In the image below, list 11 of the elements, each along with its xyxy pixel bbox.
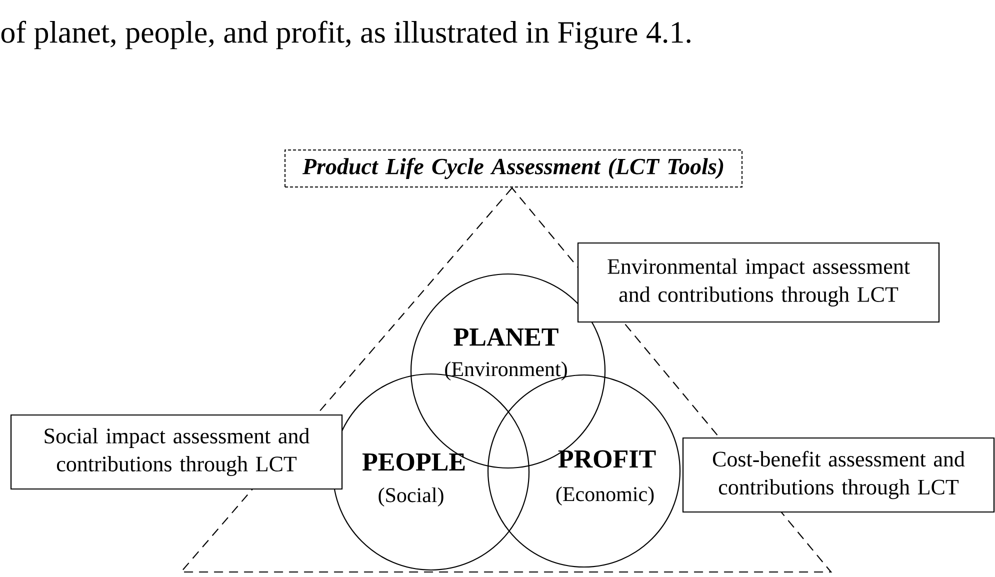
- circle-subtitle: (Environment): [445, 361, 567, 381]
- circle-title: PEOPLE: [362, 453, 465, 471]
- body-text: of planet, people, and profit, as illustrated in Figure 4.1.: [1, 20, 690, 50]
- circle-title: PROFIT: [558, 450, 656, 468]
- circle-subtitle: (Economic): [556, 486, 654, 506]
- circle-subtitle: (Social): [378, 487, 444, 507]
- text-box: Environmental impact assessment and contributions through LCT: [577, 242, 940, 323]
- circle-title: PLANET: [454, 328, 558, 346]
- dashed-title-box: Product Life Cycle Assessment (LCT Tools): [284, 150, 742, 188]
- text-box: Social impact assessment and contributions through LCT: [10, 414, 343, 490]
- text-box: Cost-benefit assessment and contributions through LCT: [682, 437, 995, 513]
